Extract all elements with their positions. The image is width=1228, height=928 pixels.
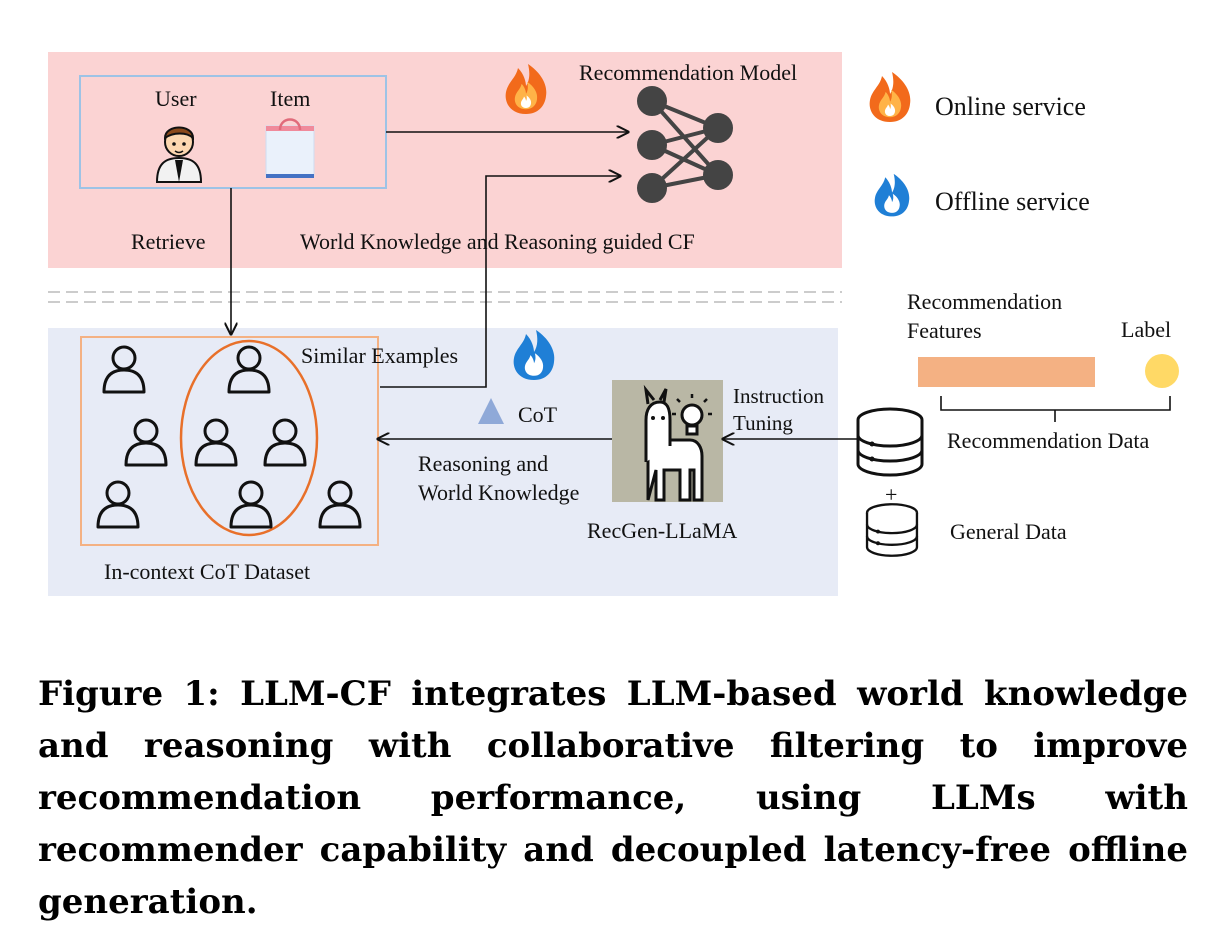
legend-online-flame-icon [869,72,911,122]
neural-network-icon [637,86,733,203]
retrieve-label: Retrieve [131,229,206,254]
legend-online-label: Online service [935,92,1086,121]
legend-offline-label: Offline service [935,187,1090,216]
recommendation-database-icon [856,407,924,477]
cot-label: CoT [518,402,558,427]
general-data-label: General Data [950,519,1067,544]
shopping-bag-icon [265,118,315,178]
feature-bar [918,357,1095,387]
cot-triangle-icon [478,398,504,424]
arrow-guided-cf [380,176,620,388]
guided-cf-label: World Knowledge and Reasoning guided CF [300,229,695,254]
framework-diagram [48,52,1179,596]
similar-examples-label: Similar Examples [301,343,459,368]
instruction-label-line1: Instruction [733,384,824,408]
user-label: User [155,86,197,111]
reasoning-label-line2: World Knowledge [418,480,580,505]
instruction-label-line2: Tuning [733,411,793,435]
llama-icon [612,380,723,502]
reasoning-label-line1: Reasoning and [418,451,549,476]
item-label: Item [270,86,311,111]
rec-data-label: Recommendation Data [947,428,1150,453]
features-label-line2: Features [907,318,982,343]
label-dot [1145,354,1179,388]
label-label: Label [1121,317,1172,342]
model-label: Recommendation Model [579,60,798,85]
legend-offline-flame-icon [874,173,910,217]
figure-caption: Figure 1: LLM-CF integrates LLM-based wo… [38,674,1188,922]
dataset-label: In-context CoT Dataset [104,559,311,584]
general-database-icon [865,503,919,557]
plus-sign: + [885,482,898,507]
data-bracket [940,396,1171,422]
recgen-label: RecGen-LLaMA [587,518,738,543]
features-label-line1: Recommendation [907,289,1063,314]
similar-examples-ellipse [179,339,319,537]
user-avatar-icon [155,126,203,183]
